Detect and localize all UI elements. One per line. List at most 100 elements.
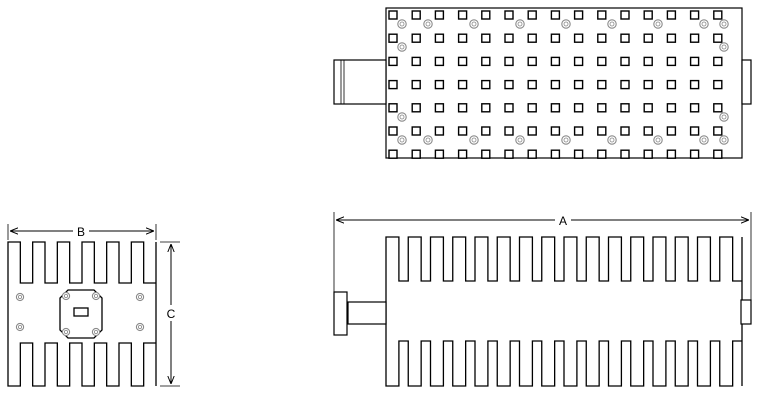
top-view <box>333 7 752 159</box>
side-view-input-connector <box>347 301 387 325</box>
fin-square <box>411 33 421 43</box>
screw-hole-inner <box>701 137 707 143</box>
screw-hole-inner <box>701 21 707 27</box>
fin-square <box>550 103 561 113</box>
side-view: A <box>333 212 752 387</box>
fin-square <box>457 149 468 159</box>
fin-square <box>597 33 607 43</box>
screw-hole-inner <box>471 21 477 27</box>
fin-square <box>620 103 630 113</box>
fin-square <box>689 10 700 20</box>
fin-square <box>620 126 630 136</box>
fin-square <box>550 56 561 67</box>
fin-square <box>434 79 445 90</box>
fin-square <box>643 10 653 20</box>
fin-square <box>481 33 491 43</box>
fin-square <box>434 103 445 113</box>
fin-square <box>434 149 445 159</box>
top-view-output-stub <box>741 59 752 105</box>
fin-square <box>550 79 561 90</box>
screw-hole-outer <box>135 292 145 302</box>
fin-square <box>666 33 677 43</box>
fin-square <box>457 103 468 113</box>
screw-hole-outer <box>61 327 71 337</box>
screw-hole-outer <box>699 135 709 145</box>
screw-hole-outer <box>653 135 663 145</box>
fin-square <box>388 79 398 90</box>
fin-square <box>597 10 607 20</box>
side-view-connector-flange <box>333 291 348 336</box>
fin-square <box>411 56 421 67</box>
screw-hole-outer <box>423 19 433 29</box>
fin-square <box>689 149 700 159</box>
screw-hole-outer <box>719 112 729 122</box>
screw-hole-inner <box>64 329 69 334</box>
fin-square <box>597 149 607 159</box>
screw-hole-outer <box>423 135 433 145</box>
fin-square <box>527 149 537 159</box>
screw-hole-outer <box>91 327 101 337</box>
screw-hole-inner <box>471 137 477 143</box>
fin-square <box>527 10 537 20</box>
fin-square <box>434 126 445 136</box>
fin-square <box>573 33 584 43</box>
screw-hole-outer <box>561 19 571 29</box>
fin-square <box>597 103 607 113</box>
screw-hole-inner <box>655 21 661 27</box>
fin-square <box>527 33 537 43</box>
fin-square <box>388 149 398 159</box>
fin-square <box>689 126 700 136</box>
fin-square <box>434 10 445 20</box>
fin-square <box>388 126 398 136</box>
side-view-finned-body <box>385 236 743 387</box>
side-view-output-stub <box>740 299 752 325</box>
fin-square <box>457 33 468 43</box>
fin-square <box>457 126 468 136</box>
fin-square <box>504 33 514 43</box>
dimension-a-label: A <box>559 214 567 228</box>
screw-hole-inner <box>137 324 142 329</box>
top-view-connector-flange <box>340 59 345 105</box>
fin-square <box>573 149 584 159</box>
fin-square <box>481 56 491 67</box>
screw-hole-outer <box>607 19 617 29</box>
fin-square <box>573 10 584 20</box>
fin-square <box>434 33 445 43</box>
fin-grid <box>388 10 723 159</box>
fin-square <box>620 33 630 43</box>
dimension-c-label: C <box>167 307 176 321</box>
screw-hole-inner <box>399 44 405 50</box>
screw-hole-inner <box>721 44 727 50</box>
fin-square <box>620 79 630 90</box>
fin-square <box>504 10 514 20</box>
fin-square <box>643 149 653 159</box>
screw-hole-inner <box>655 137 661 143</box>
fin-square <box>504 56 514 67</box>
fin-square <box>504 149 514 159</box>
fin-square <box>411 149 421 159</box>
screw-hole-outer <box>561 135 571 145</box>
top-view-input-connector <box>333 59 387 105</box>
fin-square <box>666 149 677 159</box>
screw-hole-outer <box>15 322 25 332</box>
fin-square <box>411 10 421 20</box>
fin-square <box>643 33 653 43</box>
fin-square <box>457 79 468 90</box>
dimension-b-label: B <box>77 225 85 239</box>
fin-square <box>457 56 468 67</box>
fin-square <box>388 10 398 20</box>
fin-square <box>643 79 653 90</box>
screw-hole-outer <box>15 292 25 302</box>
screw-hole-inner <box>609 137 615 143</box>
fin-square <box>527 79 537 90</box>
screw-hole-inner <box>17 294 22 299</box>
fin-square <box>713 126 723 136</box>
fin-square <box>550 33 561 43</box>
screw-hole-outer <box>719 135 729 145</box>
fin-square <box>713 10 723 20</box>
screw-hole-outer <box>397 135 407 145</box>
fin-square <box>550 126 561 136</box>
fin-square <box>573 56 584 67</box>
fin-square <box>597 56 607 67</box>
